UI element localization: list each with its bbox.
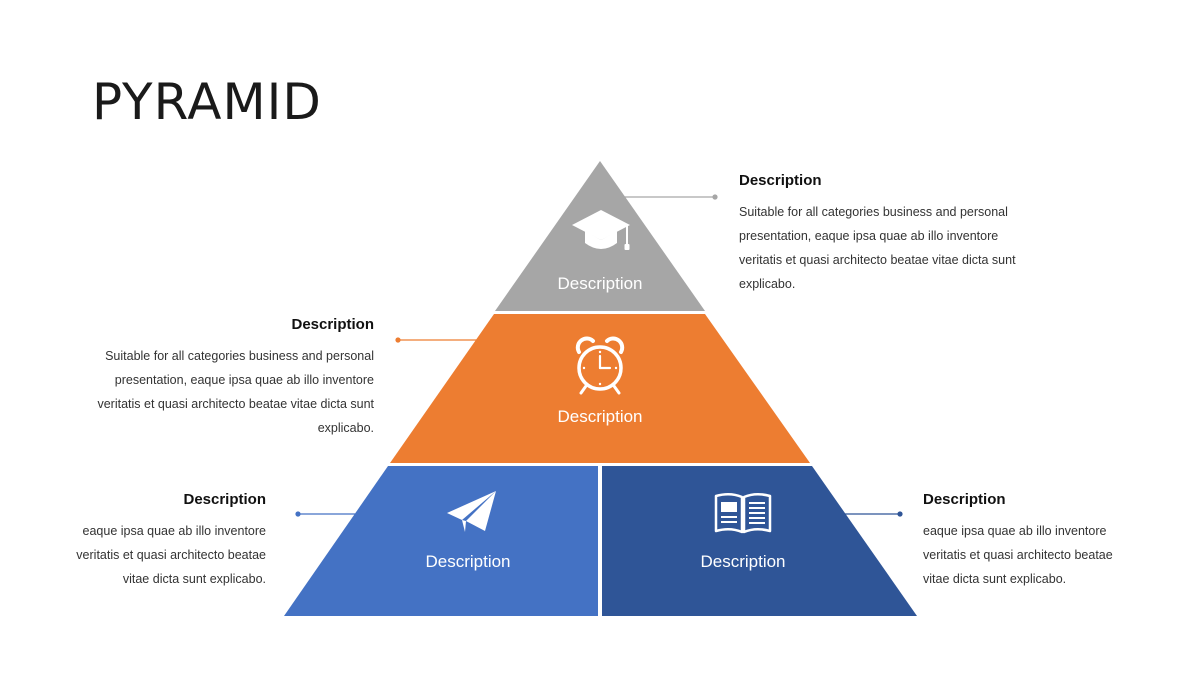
leader-line-top: [622, 194, 718, 200]
callout-middle-left: Description Suitable for all categories …: [78, 316, 374, 440]
pyramid-middle-segment: Description: [390, 314, 810, 463]
pyramid-bottom-left-segment: Description: [284, 466, 598, 616]
page-title: PYRAMID: [92, 73, 322, 131]
callout-middle-left-heading: Description: [291, 316, 374, 333]
callout-bottom-left-body: eaque ipsa quae ab illo inventore verita…: [76, 524, 266, 586]
pyramid-bottom-right-segment: Description: [602, 466, 917, 616]
pyramid-middle-label: Description: [557, 407, 642, 426]
callout-bottom-left-heading: Description: [183, 491, 266, 508]
callout-top-right-heading: Description: [739, 172, 822, 189]
open-book-icon: [714, 493, 772, 534]
pyramid-top-label: Description: [557, 274, 642, 293]
callout-top-right: Description Suitable for all categories …: [739, 172, 1039, 296]
alarm-clock-icon: [575, 336, 625, 395]
callout-middle-left-body: Suitable for all categories business and…: [97, 349, 374, 435]
callout-bottom-right: Description eaque ipsa quae ab illo inve…: [923, 491, 1128, 591]
leader-line-bottom-left: [295, 511, 355, 517]
callout-bottom-right-heading: Description: [923, 491, 1006, 508]
graduation-cap-icon: [572, 210, 630, 250]
callout-bottom-left: Description eaque ipsa quae ab illo inve…: [60, 491, 266, 591]
paper-plane-icon: [447, 491, 496, 532]
leader-line-bottom-right: [845, 511, 903, 517]
pyramid-bottom-right-label: Description: [700, 552, 785, 571]
callout-top-right-body: Suitable for all categories business and…: [739, 205, 1016, 291]
pyramid-top-segment: Description: [495, 161, 705, 311]
callout-bottom-right-body: eaque ipsa quae ab illo inventore verita…: [923, 524, 1113, 586]
pyramid-bottom-left-label: Description: [425, 552, 510, 571]
leader-line-middle: [395, 337, 478, 343]
